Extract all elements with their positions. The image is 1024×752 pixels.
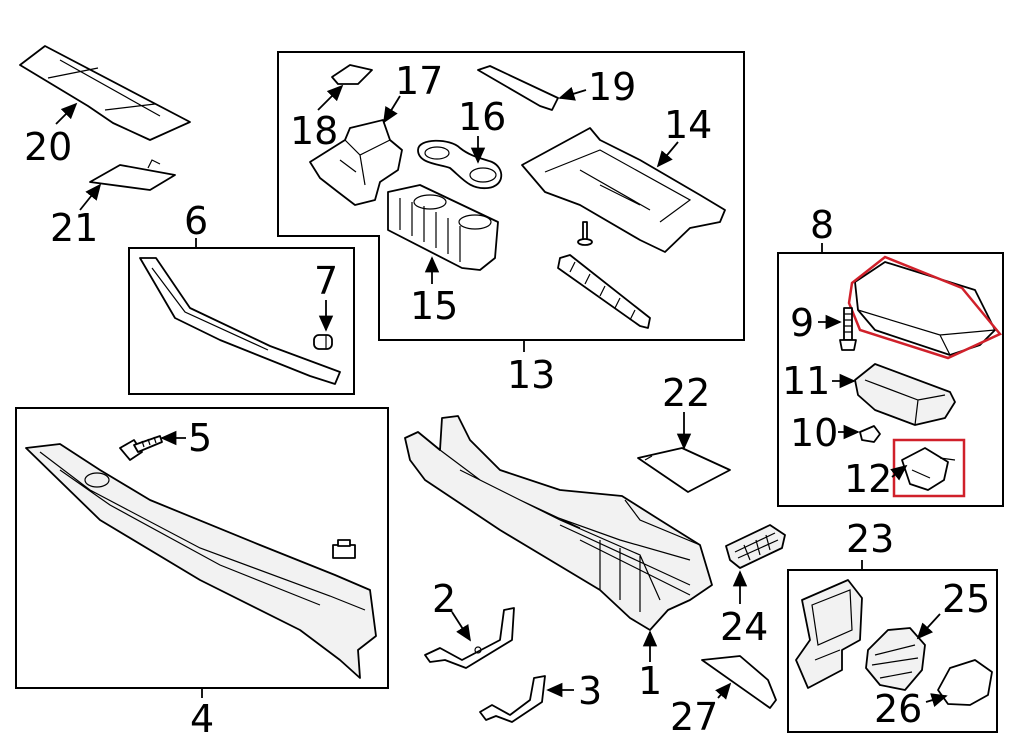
part-21-pad xyxy=(89,159,176,191)
callout-7: 7 xyxy=(314,259,338,303)
callout-3: 3 xyxy=(578,669,602,713)
callout-25: 25 xyxy=(942,577,990,621)
part-11-bin xyxy=(854,363,956,426)
callout-1: 1 xyxy=(638,659,662,703)
leader-25 xyxy=(916,613,941,640)
part-12-latch xyxy=(901,447,956,491)
leader-14 xyxy=(656,141,679,168)
part-4-clip xyxy=(332,539,356,559)
callout-9: 9 xyxy=(790,301,814,345)
leader-27 xyxy=(715,682,732,700)
callout-24: 24 xyxy=(720,605,768,649)
callout-10: 10 xyxy=(790,411,838,455)
callout-21: 21 xyxy=(50,206,98,250)
group-box-8 xyxy=(777,252,1004,507)
part-3-bracket xyxy=(479,675,546,723)
part-1-console xyxy=(404,415,713,631)
callout-4: 4 xyxy=(190,697,214,741)
part-7-clip xyxy=(313,334,333,350)
part-23-panel xyxy=(795,579,863,689)
callout-27: 27 xyxy=(670,695,718,739)
part-6-trim xyxy=(139,257,341,385)
callout-11: 11 xyxy=(782,359,830,403)
group-box-6 xyxy=(128,247,355,395)
part-4-side-panel xyxy=(25,443,377,679)
callout-23: 23 xyxy=(846,517,894,561)
callout-6: 6 xyxy=(184,199,208,243)
part-13-screw xyxy=(577,221,593,246)
leader-17 xyxy=(383,95,401,124)
callout-26: 26 xyxy=(874,687,922,731)
part-16-gasket xyxy=(417,139,503,190)
callout-20: 20 xyxy=(24,125,72,169)
part-24-vent xyxy=(725,524,786,569)
callout-13: 13 xyxy=(507,353,555,397)
callout-8: 8 xyxy=(810,203,834,247)
callout-labels: 20 21 18 17 16 19 14 15 13 6 7 5 4 8 9 1… xyxy=(24,59,990,741)
callout-12: 12 xyxy=(844,457,892,501)
part-13-grille xyxy=(557,254,651,329)
part-14-tray xyxy=(521,127,726,253)
callout-19: 19 xyxy=(588,65,636,109)
leader-18 xyxy=(317,84,344,111)
group-box-13 xyxy=(277,51,745,341)
callout-15: 15 xyxy=(410,284,458,328)
part-18-clip xyxy=(331,64,373,85)
part-8-armrest xyxy=(854,261,996,356)
part-5-screw xyxy=(119,435,163,461)
group-box-23 xyxy=(787,569,998,733)
part-15-cupholder xyxy=(387,184,499,271)
leader-26 xyxy=(925,693,948,708)
part-22-pad xyxy=(637,447,731,493)
part-2-bracket xyxy=(424,607,515,669)
callout-2: 2 xyxy=(432,577,456,621)
leader-12 xyxy=(890,464,908,481)
leader-lines xyxy=(55,84,948,708)
part-20-liner xyxy=(19,45,191,141)
part-10-nut xyxy=(859,425,881,443)
leader-19 xyxy=(558,86,587,101)
leader-21 xyxy=(79,183,102,211)
callout-16: 16 xyxy=(458,95,506,139)
part-25-switch xyxy=(865,627,926,691)
part-17-bracket xyxy=(309,119,403,206)
callout-17: 17 xyxy=(395,59,443,103)
part-9-bolt xyxy=(839,307,857,351)
callout-22: 22 xyxy=(662,371,710,415)
callout-18: 18 xyxy=(290,109,338,153)
callout-5: 5 xyxy=(188,416,212,460)
part-26-cap xyxy=(937,659,993,706)
part-19-strip xyxy=(477,65,559,111)
leader-20 xyxy=(55,102,78,125)
callout-14: 14 xyxy=(664,103,712,147)
part-27-cover xyxy=(701,655,777,709)
leader-2 xyxy=(451,611,471,642)
